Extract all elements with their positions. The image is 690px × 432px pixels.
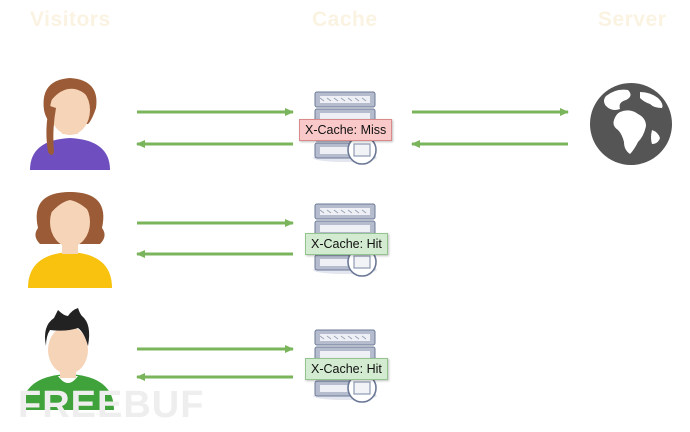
cache-status-badge: X-Cache: Hit <box>305 358 388 380</box>
visitor-man-avatar <box>22 308 114 410</box>
visitor-woman-braid-avatar <box>30 78 110 170</box>
server-header: Server <box>598 8 667 31</box>
cache-header: Cache <box>312 8 378 31</box>
visitors-header: Visitors <box>30 8 111 31</box>
visitor-woman-curly-avatar <box>28 192 112 288</box>
globe-icon <box>590 83 672 165</box>
cache-status-badge: X-Cache: Hit <box>305 233 388 255</box>
watermark-logo: FREEBUF <box>18 384 205 426</box>
cache-status-badge: X-Cache: Miss <box>299 119 393 141</box>
